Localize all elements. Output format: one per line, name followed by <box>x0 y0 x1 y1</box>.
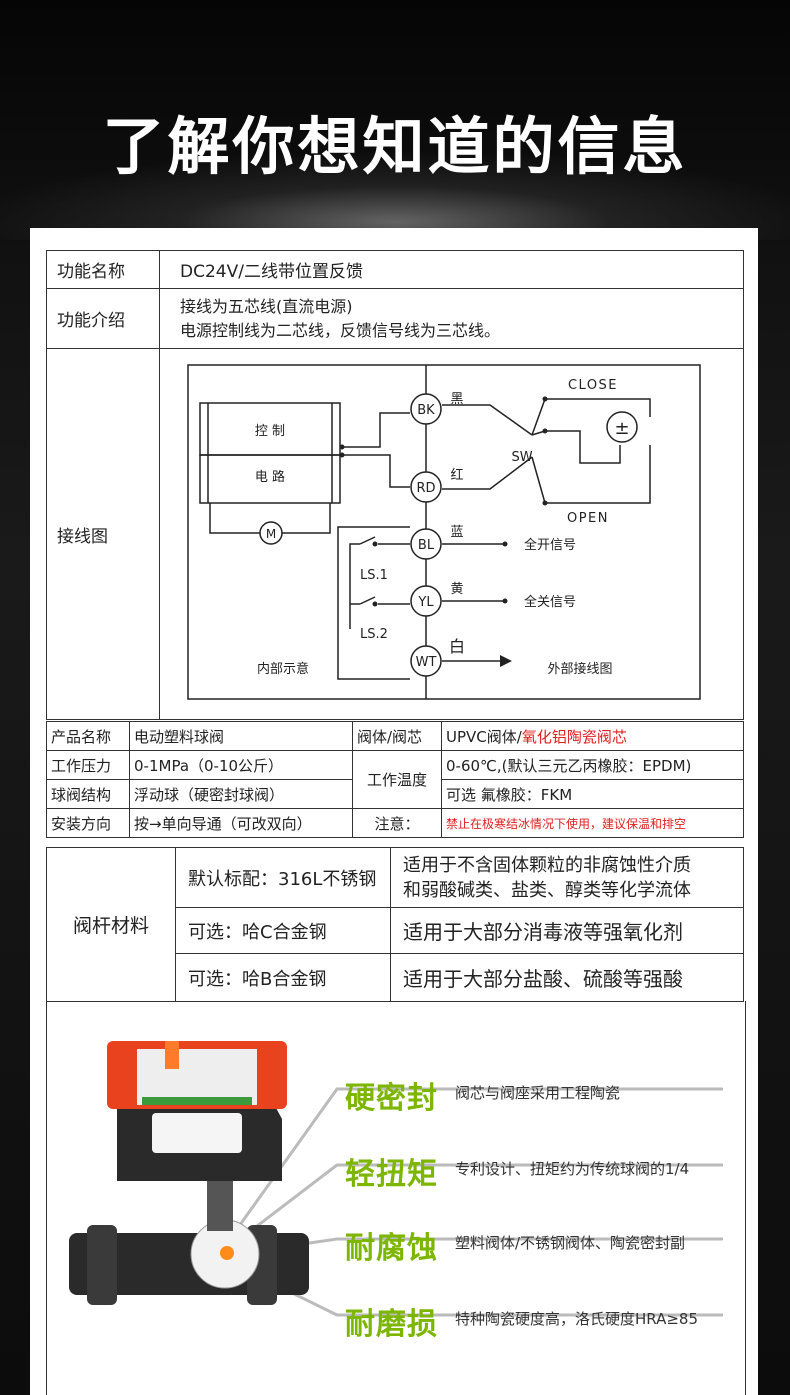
bl-label: BL <box>418 538 435 553</box>
wiring-diagram: 控 制 电 路 M BK RD BL YL WT 黑 红 蓝 黄 白 CLOSE <box>187 364 701 700</box>
full-close-label: 全关信号 <box>524 594 576 610</box>
func-intro-value: 接线为五芯线(直流电源) 电源控制线为二芯线，反馈信号线为三芯线。 <box>159 288 744 349</box>
rd-label: RD <box>416 481 435 496</box>
feature-title-1: 硬密封 <box>345 1081 438 1116</box>
wiring-label: 接线图 <box>46 348 160 720</box>
motor-symbol <box>259 521 283 545</box>
install-value: 按→单向导通（可改双向） <box>129 808 353 838</box>
arrow-icon <box>500 655 512 667</box>
diagram-frame <box>187 364 701 700</box>
note-label: 注意： <box>352 808 442 838</box>
stem-table: 阀杆材料 默认标配：316L不锈钢 适用于不含固体颗粒的非腐蚀性介质 和弱酸碱类… <box>46 847 744 1002</box>
product-value: 电动塑料球阀 <box>129 721 353 751</box>
open-label: OPEN <box>567 511 609 526</box>
info-panel: 功能名称 DC24V/二线带位置反馈 功能介绍 接线为五芯线(直流电源) 电源控… <box>30 228 758 1395</box>
bl-terminal <box>410 528 442 560</box>
blue-label: 蓝 <box>450 525 463 540</box>
black-label: 黑 <box>450 392 463 407</box>
rd-terminal <box>410 471 442 503</box>
ball-highlight <box>220 1246 234 1260</box>
wt-terminal <box>410 645 442 677</box>
stem-label: 阀杆材料 <box>46 847 176 1002</box>
yellow-label: 黄 <box>450 582 463 597</box>
func-name-value: DC24V/二线带位置反馈 <box>159 250 744 289</box>
structure-value: 浮动球（硬密封球阀） <box>129 779 353 809</box>
spec-table: 产品名称 电动塑料球阀 阀体/阀芯 UPVC阀体/氧化铝陶瓷阀芯 工作压力 0-… <box>46 721 744 838</box>
wiring-diagram-cell: 控 制 电 路 M BK RD BL YL WT 黑 红 蓝 黄 白 CLOSE <box>159 348 744 720</box>
red-label: 红 <box>450 467 463 483</box>
stem-material-1: 默认标配：316L不锈钢 <box>175 847 391 908</box>
feature-title-2: 轻扭矩 <box>345 1157 438 1192</box>
func-intro-line2: 电源控制线为二芯线，反馈信号线为三芯线。 <box>180 320 501 340</box>
stem-material-2: 可选：哈C合金钢 <box>175 907 391 954</box>
func-name-label: 功能名称 <box>46 250 160 289</box>
feature-desc-3: 塑料阀体/不锈钢阀体、陶瓷密封副 <box>455 1234 686 1252</box>
feature-section: 硬密封 阀芯与阀座采用工程陶瓷 轻扭矩 专利设计、扭矩约为传统球阀的1/4 耐腐… <box>46 1001 746 1395</box>
valve-illustration <box>69 1041 723 1317</box>
external-label: 外部接线图 <box>547 661 612 677</box>
pressure-label: 工作压力 <box>46 750 130 780</box>
stem-use-1-line2: 和弱酸碱类、盐类、醇类等化学流体 <box>403 879 691 901</box>
bk-label: BK <box>417 403 435 418</box>
product-label: 产品名称 <box>46 721 130 751</box>
internal-label: 内部示意 <box>257 661 309 677</box>
feature-desc-2: 专利设计、扭矩约为传统球阀的1/4 <box>455 1160 690 1178</box>
structure-label: 球阀结构 <box>46 779 130 809</box>
body-label: 阀体/阀芯 <box>352 721 442 751</box>
stem-use-3: 适用于大部分盐酸、硫酸等强酸 <box>390 953 744 1002</box>
function-table: 功能名称 DC24V/二线带位置反馈 功能介绍 接线为五芯线(直流电源) 电源控… <box>46 250 744 720</box>
motor-label: M <box>266 527 276 541</box>
bk-terminal <box>410 393 442 425</box>
page-title: 了解你想知道的信息 <box>102 110 688 183</box>
feature-desc-1: 阀芯与阀座采用工程陶瓷 <box>455 1084 621 1102</box>
pressure-value: 0-1MPa（0-10公斤） <box>129 750 353 780</box>
install-label: 安装方向 <box>46 808 130 838</box>
stem-material-3: 可选：哈B合金钢 <box>175 953 391 1002</box>
func-intro-line1: 接线为五芯线(直流电源) <box>180 296 353 316</box>
yl-label: YL <box>417 595 434 610</box>
body-value-b: 氧化铝陶瓷阀芯 <box>521 727 627 746</box>
pm-label: ± <box>614 418 629 439</box>
stem-use-2: 适用于大部分消毒液等强氧化剂 <box>390 907 744 954</box>
ls2-label: LS.2 <box>360 627 388 642</box>
water-splash <box>0 150 790 240</box>
temp-value-2: 可选 氟橡胶：FKM <box>441 779 744 809</box>
power-symbol <box>606 411 638 443</box>
body-value: UPVC阀体/氧化铝陶瓷阀芯 <box>441 721 744 751</box>
note-value: 禁止在极寒结冰情况下使用，建议保温和排空 <box>441 808 744 838</box>
ctrl-text-2: 电 路 <box>255 469 285 485</box>
close-label: CLOSE <box>568 378 618 393</box>
white-label: 白 <box>449 637 465 656</box>
hero-banner: 了解你想知道的信息 <box>0 0 790 240</box>
func-intro-label: 功能介绍 <box>46 288 160 349</box>
feature-desc-4: 特种陶瓷硬度高，洛氏硬度HRA≥85 <box>455 1310 699 1328</box>
temp-label: 工作温度 <box>352 750 442 809</box>
wt-label: WT <box>416 655 437 670</box>
feature-title-4: 耐磨损 <box>345 1307 438 1342</box>
body-value-a: UPVC阀体/ <box>446 727 522 746</box>
full-open-label: 全开信号 <box>524 537 576 553</box>
ctrl-text-1: 控 制 <box>255 424 285 439</box>
temp-value-1: 0-60℃,(默认三元乙丙橡胶：EPDM) <box>441 750 744 780</box>
feature-title-3: 耐腐蚀 <box>345 1231 438 1266</box>
ls1-label: LS.1 <box>360 568 388 583</box>
yl-terminal <box>410 585 442 617</box>
sw-label: SW <box>511 450 532 465</box>
stem-use-1-line1: 适用于不含固体颗粒的非腐蚀性介质 <box>403 854 691 876</box>
stem-use-1: 适用于不含固体颗粒的非腐蚀性介质 和弱酸碱类、盐类、醇类等化学流体 <box>390 847 744 908</box>
